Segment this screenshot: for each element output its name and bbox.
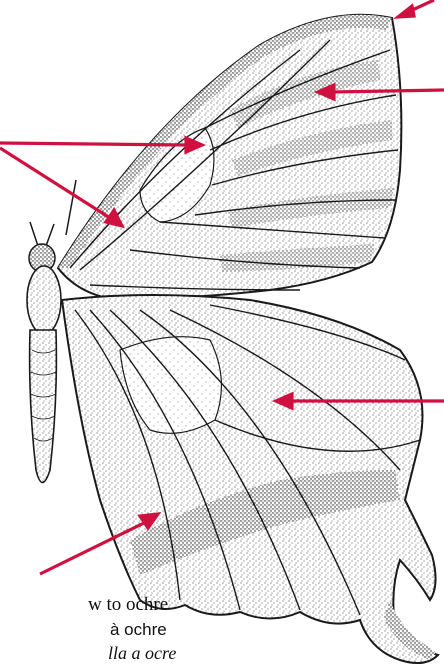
caption-line-1: w to ochre [88, 594, 168, 616]
caption-line-2: à ochre [110, 620, 167, 640]
apex-pointer [398, 0, 434, 17]
forewing [58, 15, 401, 300]
forewing-base-pointer [0, 148, 122, 226]
caption-line-3: lla a ocre [108, 643, 176, 664]
